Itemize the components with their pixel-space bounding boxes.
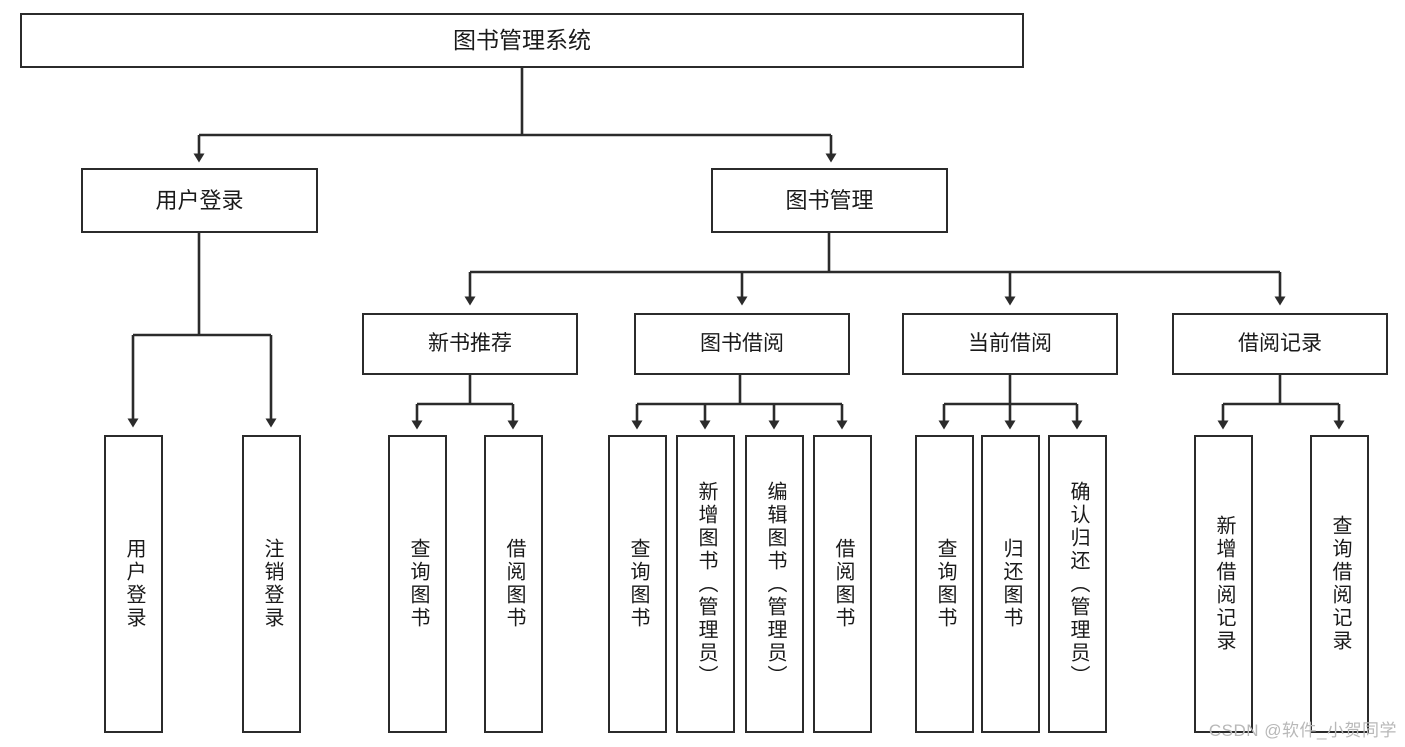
node-label: 查询图书 <box>407 538 429 630</box>
edge-userlogin-to-leaves <box>127 233 277 428</box>
leaf-current-return-book[interactable]: 归还图书 <box>981 435 1040 733</box>
node-label: 图书管理系统 <box>453 27 591 54</box>
node-label: 借阅图书 <box>832 538 854 630</box>
leaf-borrow-edit-book-admin[interactable]: 编辑图书（管理员） <box>745 435 804 733</box>
node-label: 确认归还（管理员） <box>1067 480 1089 688</box>
watermark-text: CSDN @软件_小贺同学 <box>1208 721 1397 740</box>
node-user-login[interactable]: 用户登录 <box>81 168 318 233</box>
node-label: 用户登录 <box>123 538 145 630</box>
leaf-record-add-borrow-record[interactable]: 新增借阅记录 <box>1194 435 1253 733</box>
node-label: 注销登录 <box>261 538 283 630</box>
node-current-borrow[interactable]: 当前借阅 <box>902 313 1118 375</box>
leaf-borrow-borrow-book[interactable]: 借阅图书 <box>813 435 872 733</box>
node-label: 当前借阅 <box>968 331 1052 355</box>
edge-bookmanage-to-level3 <box>464 233 1286 306</box>
leaf-current-confirm-return-admin[interactable]: 确认归还（管理员） <box>1048 435 1107 733</box>
node-label: 查询图书 <box>627 538 649 630</box>
node-label: 新增图书（管理员） <box>695 480 717 688</box>
node-label: 新增借阅记录 <box>1213 515 1235 653</box>
leaf-recommend-borrow-book[interactable]: 借阅图书 <box>484 435 543 733</box>
node-label: 借阅记录 <box>1238 331 1322 355</box>
node-new-book-recommend[interactable]: 新书推荐 <box>362 313 578 375</box>
node-label: 图书借阅 <box>700 331 784 355</box>
node-label: 用户登录 <box>155 187 244 213</box>
node-label: 借阅图书 <box>503 538 525 630</box>
node-label: 新书推荐 <box>428 331 512 355</box>
node-label: 图书管理 <box>785 187 874 213</box>
node-label: 编辑图书（管理员） <box>764 480 786 688</box>
edge-bookborrow-to-leaves <box>631 375 848 430</box>
node-root-book-management-system[interactable]: 图书管理系统 <box>20 13 1024 68</box>
node-label: 归还图书 <box>1000 538 1022 630</box>
node-book-borrow[interactable]: 图书借阅 <box>634 313 850 375</box>
edge-root-to-level2 <box>193 68 837 163</box>
edge-newbook-to-leaves <box>411 375 519 430</box>
leaf-record-query-borrow-record[interactable]: 查询借阅记录 <box>1310 435 1369 733</box>
leaf-user-logout[interactable]: 注销登录 <box>242 435 301 733</box>
leaf-current-query-book[interactable]: 查询图书 <box>915 435 974 733</box>
leaf-recommend-query-book[interactable]: 查询图书 <box>388 435 447 733</box>
leaf-borrow-add-book-admin[interactable]: 新增图书（管理员） <box>676 435 735 733</box>
edge-borrowrecord-to-leaves <box>1217 375 1345 430</box>
node-book-management[interactable]: 图书管理 <box>711 168 948 233</box>
edge-currentborrow-to-leaves <box>938 375 1083 430</box>
node-label: 查询图书 <box>934 538 956 630</box>
leaf-user-login[interactable]: 用户登录 <box>104 435 163 733</box>
node-label: 查询借阅记录 <box>1329 515 1351 653</box>
leaf-borrow-query-book[interactable]: 查询图书 <box>608 435 667 733</box>
node-borrow-record[interactable]: 借阅记录 <box>1172 313 1388 375</box>
